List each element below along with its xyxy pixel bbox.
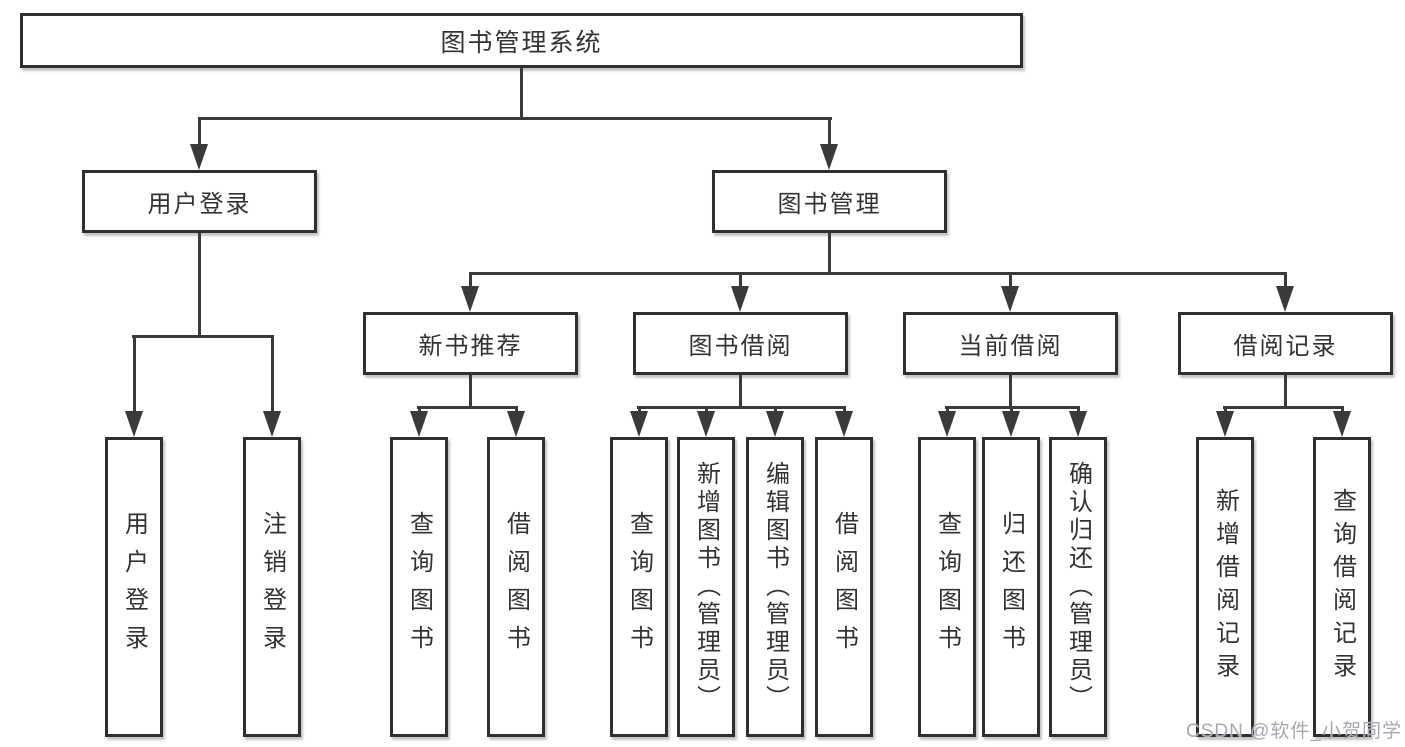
arrowhead [1216,411,1234,437]
leaf-logout-login: 注销登录 [243,437,301,737]
leaf-borrow-books: 借阅图书 [815,437,873,737]
arrowhead [1002,411,1020,437]
connector-level3-bar [469,272,1287,275]
node-label: 图书管理 [777,191,882,218]
node-label: 当前借阅 [958,333,1063,360]
leaf-confirm-return-admin: 确认归还（管理员） [1049,437,1107,737]
connector-level3-arm [1284,272,1287,288]
connector-userlogin-arm [271,335,274,413]
node-label: 新书推荐 [418,333,523,360]
arrowhead [410,411,428,437]
connector-recommend-arm [418,406,421,415]
connector-borrow-arm [705,406,708,415]
leaf-add-book-admin: 新增图书（管理员） [677,437,735,737]
connector-level2-arm [198,117,201,146]
leaf-borrow-books-recommend: 借阅图书 [487,437,545,737]
arrowhead [1069,411,1087,437]
connector-borrow-arm [774,406,777,415]
node-book-borrowing: 图书借阅 [633,312,848,375]
connector-records-bar [1223,406,1344,409]
arrowhead [697,411,715,437]
arrowhead [630,411,648,437]
connector-userlogin-bar [132,335,274,338]
leaf-query-borrow-record: 查询借阅记录 [1313,437,1371,737]
connector-level3-arm [1009,272,1012,288]
leaf-add-borrow-record: 新增借阅记录 [1196,437,1254,737]
connector-userlogin-stem [198,233,201,338]
arrowhead [125,411,143,437]
node-new-book-recommend: 新书推荐 [363,312,578,375]
connector-current-arm [1010,406,1013,415]
node-label: 确认归还（管理员） [1064,461,1092,713]
arrowhead [1276,286,1294,312]
arrowhead [731,286,749,312]
connector-level3-arm [469,272,472,288]
node-label: 新增借阅记录 [1211,488,1239,686]
connector-bookmgmt-stem [828,233,831,275]
node-label: 查询借阅记录 [1328,488,1356,686]
node-label: 用户登录 [147,191,252,218]
node-library-system: 图书管理系统 [20,13,1023,68]
leaf-user-login: 用户登录 [105,437,163,737]
connector-level2-bar [198,117,832,120]
node-label: 查询图书 [405,511,433,663]
node-current-borrowing: 当前借阅 [903,312,1118,375]
connector-userlogin-arm [133,335,136,413]
arrowhead [820,144,838,170]
node-label: 图书管理系统 [440,28,603,57]
node-label: 图书借阅 [688,333,793,360]
arrowhead [507,411,525,437]
connector-records-arm [1224,406,1227,415]
leaf-query-books-current: 查询图书 [918,437,976,737]
arrowhead [263,411,281,437]
connector-current-arm [946,406,949,415]
node-user-login: 用户登录 [82,170,317,233]
arrowhead [1001,286,1019,312]
leaf-query-books-recommend: 查询图书 [390,437,448,737]
arrowhead [190,144,208,170]
connector-borrow-bar [637,406,846,409]
arrowhead [1333,411,1351,437]
connector-current-stem [1009,375,1012,409]
arrowhead [938,411,956,437]
node-book-management: 图书管理 [712,170,947,233]
leaf-query-books-borrow: 查询图书 [610,437,668,737]
node-borrowing-records: 借阅记录 [1178,312,1393,375]
connector-root-stem [520,68,523,120]
connector-level2-arm [828,117,831,146]
leaf-return-books: 归还图书 [982,437,1040,737]
connector-borrow-arm [638,406,641,415]
arrowhead [835,411,853,437]
connector-recommend-stem [469,375,472,409]
node-label: 归还图书 [997,511,1025,663]
node-label: 编辑图书（管理员） [761,461,789,713]
leaf-edit-book-admin: 编辑图书（管理员） [746,437,804,737]
node-label: 查询图书 [933,511,961,663]
arrowhead [461,286,479,312]
connector-records-stem [1284,375,1287,409]
watermark: CSDN @软件_小贺同学 [1186,721,1402,742]
node-label: 用户登录 [120,511,148,663]
node-label: 注销登录 [258,511,286,663]
connector-recommend-arm [515,406,518,415]
node-label: 查询图书 [625,511,653,663]
connector-borrow-arm [843,406,846,415]
connector-recommend-bar [417,406,518,409]
node-label: 借阅图书 [830,511,858,663]
connector-current-arm [1077,406,1080,415]
connector-borrow-stem [739,375,742,409]
arrowhead [766,411,784,437]
connector-level3-arm [739,272,742,288]
node-label: 借阅记录 [1233,333,1338,360]
connector-records-arm [1341,406,1344,415]
node-label: 新增图书（管理员） [692,461,720,713]
node-label: 借阅图书 [502,511,530,663]
